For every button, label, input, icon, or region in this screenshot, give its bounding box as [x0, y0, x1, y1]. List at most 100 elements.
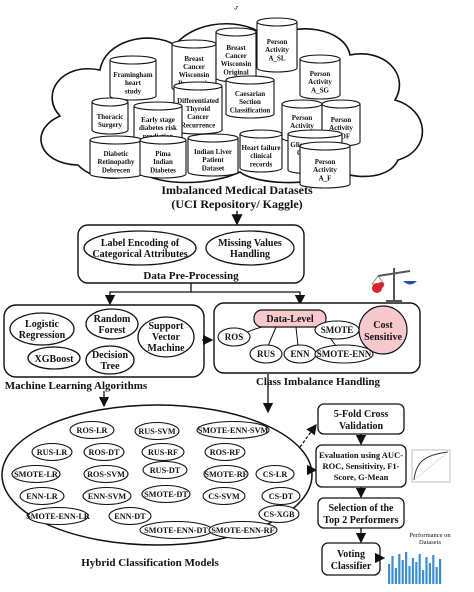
validation-2: Validation: [339, 421, 384, 432]
hybrid-model: RUS-LR: [31, 442, 73, 462]
balance-scale-icon: [371, 268, 417, 303]
dataset-label: Thyroid: [186, 105, 210, 113]
ml-rf-2: Forest: [98, 325, 126, 336]
preproc-item-1b: Categorical Attributes: [92, 249, 187, 260]
perf-bar: [398, 554, 401, 584]
hybrid-model-label: RUS-LR: [37, 448, 68, 457]
dataset-label: Wisconsin: [221, 60, 252, 68]
dataset-label: Dataset: [202, 164, 225, 172]
dataset-label: Early stage: [141, 116, 175, 124]
dataset-label: Wisconsin: [179, 71, 210, 79]
hybrid-model-label: CS-DT: [269, 492, 294, 501]
hybrid-model: SMOTE-ENN-DT: [139, 520, 213, 540]
hybrid-models: ROS-LR RUS-SVM SMOTE-ENN-SVM RUS-LR ROS-DT RU…: [11, 420, 301, 540]
perf-bar: [394, 568, 397, 584]
perf-bar: [388, 564, 391, 584]
method-enn: ENN: [290, 349, 310, 359]
hybrid-model-label: RUS-SVM: [138, 427, 176, 436]
dataset-label: Original: [223, 68, 248, 76]
hybrid-model-label: SMOTE-ENN-SVM: [198, 426, 269, 435]
hybrid-model: CS-LR: [255, 464, 295, 484]
perf-bar: [425, 557, 428, 584]
dataset-label: A_F: [319, 174, 332, 182]
dataset-label: Person: [292, 114, 313, 122]
hybrid-model: ROS-DT: [83, 442, 125, 462]
perf-bar: [432, 555, 435, 584]
cloud-caption-line2: (UCI Repository/ Kaggle): [171, 197, 302, 211]
ml-svm-1: Support: [148, 321, 184, 332]
hybrid-model-label: ROS-RF: [210, 448, 240, 457]
hybrid-model: RUS-DT: [142, 460, 188, 480]
perf-bar: [422, 570, 425, 584]
hybrid-model: ENN-DT: [108, 506, 152, 526]
perf-bar: [439, 559, 442, 584]
hybrid-model-label: SMOTE-ENN-LR: [26, 512, 90, 521]
hybrid-model: SMOTE-ENN-LR: [26, 506, 90, 526]
dataset-label: Diabetes: [150, 166, 176, 174]
hybrid-model-label: RUS-DT: [150, 466, 181, 475]
hybrid-model-label: ROS-LR: [77, 426, 108, 435]
selection-2: Top 2 Performers: [323, 515, 398, 526]
evaluation-1: Evaluation using AUC-: [319, 450, 403, 460]
dataset-cylinders: FraminghamheartstudyBreastCancerWisconsi…: [89, 17, 361, 189]
dataset-label: Surgery: [98, 121, 123, 129]
hybrid-model: SMOTE-ENN-SVM: [196, 420, 270, 440]
ml-lr-2: Regression: [19, 330, 66, 341]
hybrid-caption: Hybrid Classification Models: [81, 557, 219, 569]
dataset-label: Cancer: [187, 113, 209, 121]
hybrid-model: SMOTE-RF: [203, 464, 249, 484]
hybrid-model-label: ROS-SVM: [87, 470, 125, 479]
perf-bar: [415, 562, 418, 584]
data-level-label: Data-Level: [266, 314, 313, 325]
dataset-label: Framingham: [113, 71, 152, 79]
dataset-label: Retinopathy: [98, 158, 135, 166]
cost-sensitive-2: Sensitive: [364, 332, 402, 343]
dataset-label: Debrecen: [102, 166, 130, 174]
perf-bar: [391, 556, 394, 584]
method-rus: RUS: [257, 349, 275, 359]
dataset-label: Breast: [226, 44, 246, 52]
cloud-caption-line1: Imbalanced Medical Datasets: [161, 183, 313, 197]
dataset-label: A_SL: [268, 54, 285, 62]
hybrid-model-label: ENN-SVM: [88, 492, 126, 501]
data-level-box: [253, 309, 327, 328]
hybrid-model-label: SMOTE-DT: [144, 490, 188, 499]
hybrid-model-label: SMOTE-ENN-RF: [211, 526, 274, 535]
ml-rf-1: Random: [94, 314, 131, 325]
perf-bar: [405, 552, 408, 584]
voting-2: Classifier: [331, 561, 372, 572]
method-smote-enn: SMOTE-ENN: [317, 349, 372, 359]
cost-sensitive-1: Cost: [373, 320, 393, 331]
voting-1: Voting: [337, 549, 365, 560]
hybrid-model: ROS-SVM: [83, 464, 129, 484]
dataset-label: Indian Liver: [194, 148, 232, 156]
dataset-label: Section: [239, 98, 261, 106]
roc-curve-icon: [411, 449, 451, 483]
dataset-label: Person: [310, 70, 331, 78]
dataset-label: heart: [125, 79, 142, 87]
hybrid-model-label: SMOTE-LR: [14, 470, 58, 479]
hybrid-model-label: ENN-LR: [26, 492, 57, 501]
hybrid-model: ROS-LR: [69, 420, 115, 440]
hybrid-model-label: CS-SVM: [208, 492, 240, 501]
preprocessing-caption: Data Pre-Processing: [143, 270, 239, 282]
hybrid-model: SMOTE-DT: [141, 484, 191, 504]
hybrid-model: SMOTE-LR: [11, 464, 61, 484]
performance-bars-icon: [388, 552, 442, 584]
dataset-label: Activity: [313, 166, 337, 174]
hybrid-model: ROS-RF: [204, 442, 246, 462]
evaluation-2: ROC, Sensitivity, F1-: [323, 461, 400, 471]
method-smote: SMOTE: [321, 325, 354, 335]
hybrid-model: RUS-SVM: [134, 421, 180, 441]
ml-dt-2: Tree: [100, 361, 120, 372]
dataset-label: Recurrence: [181, 121, 215, 129]
dataset-label: Indian: [153, 158, 173, 166]
